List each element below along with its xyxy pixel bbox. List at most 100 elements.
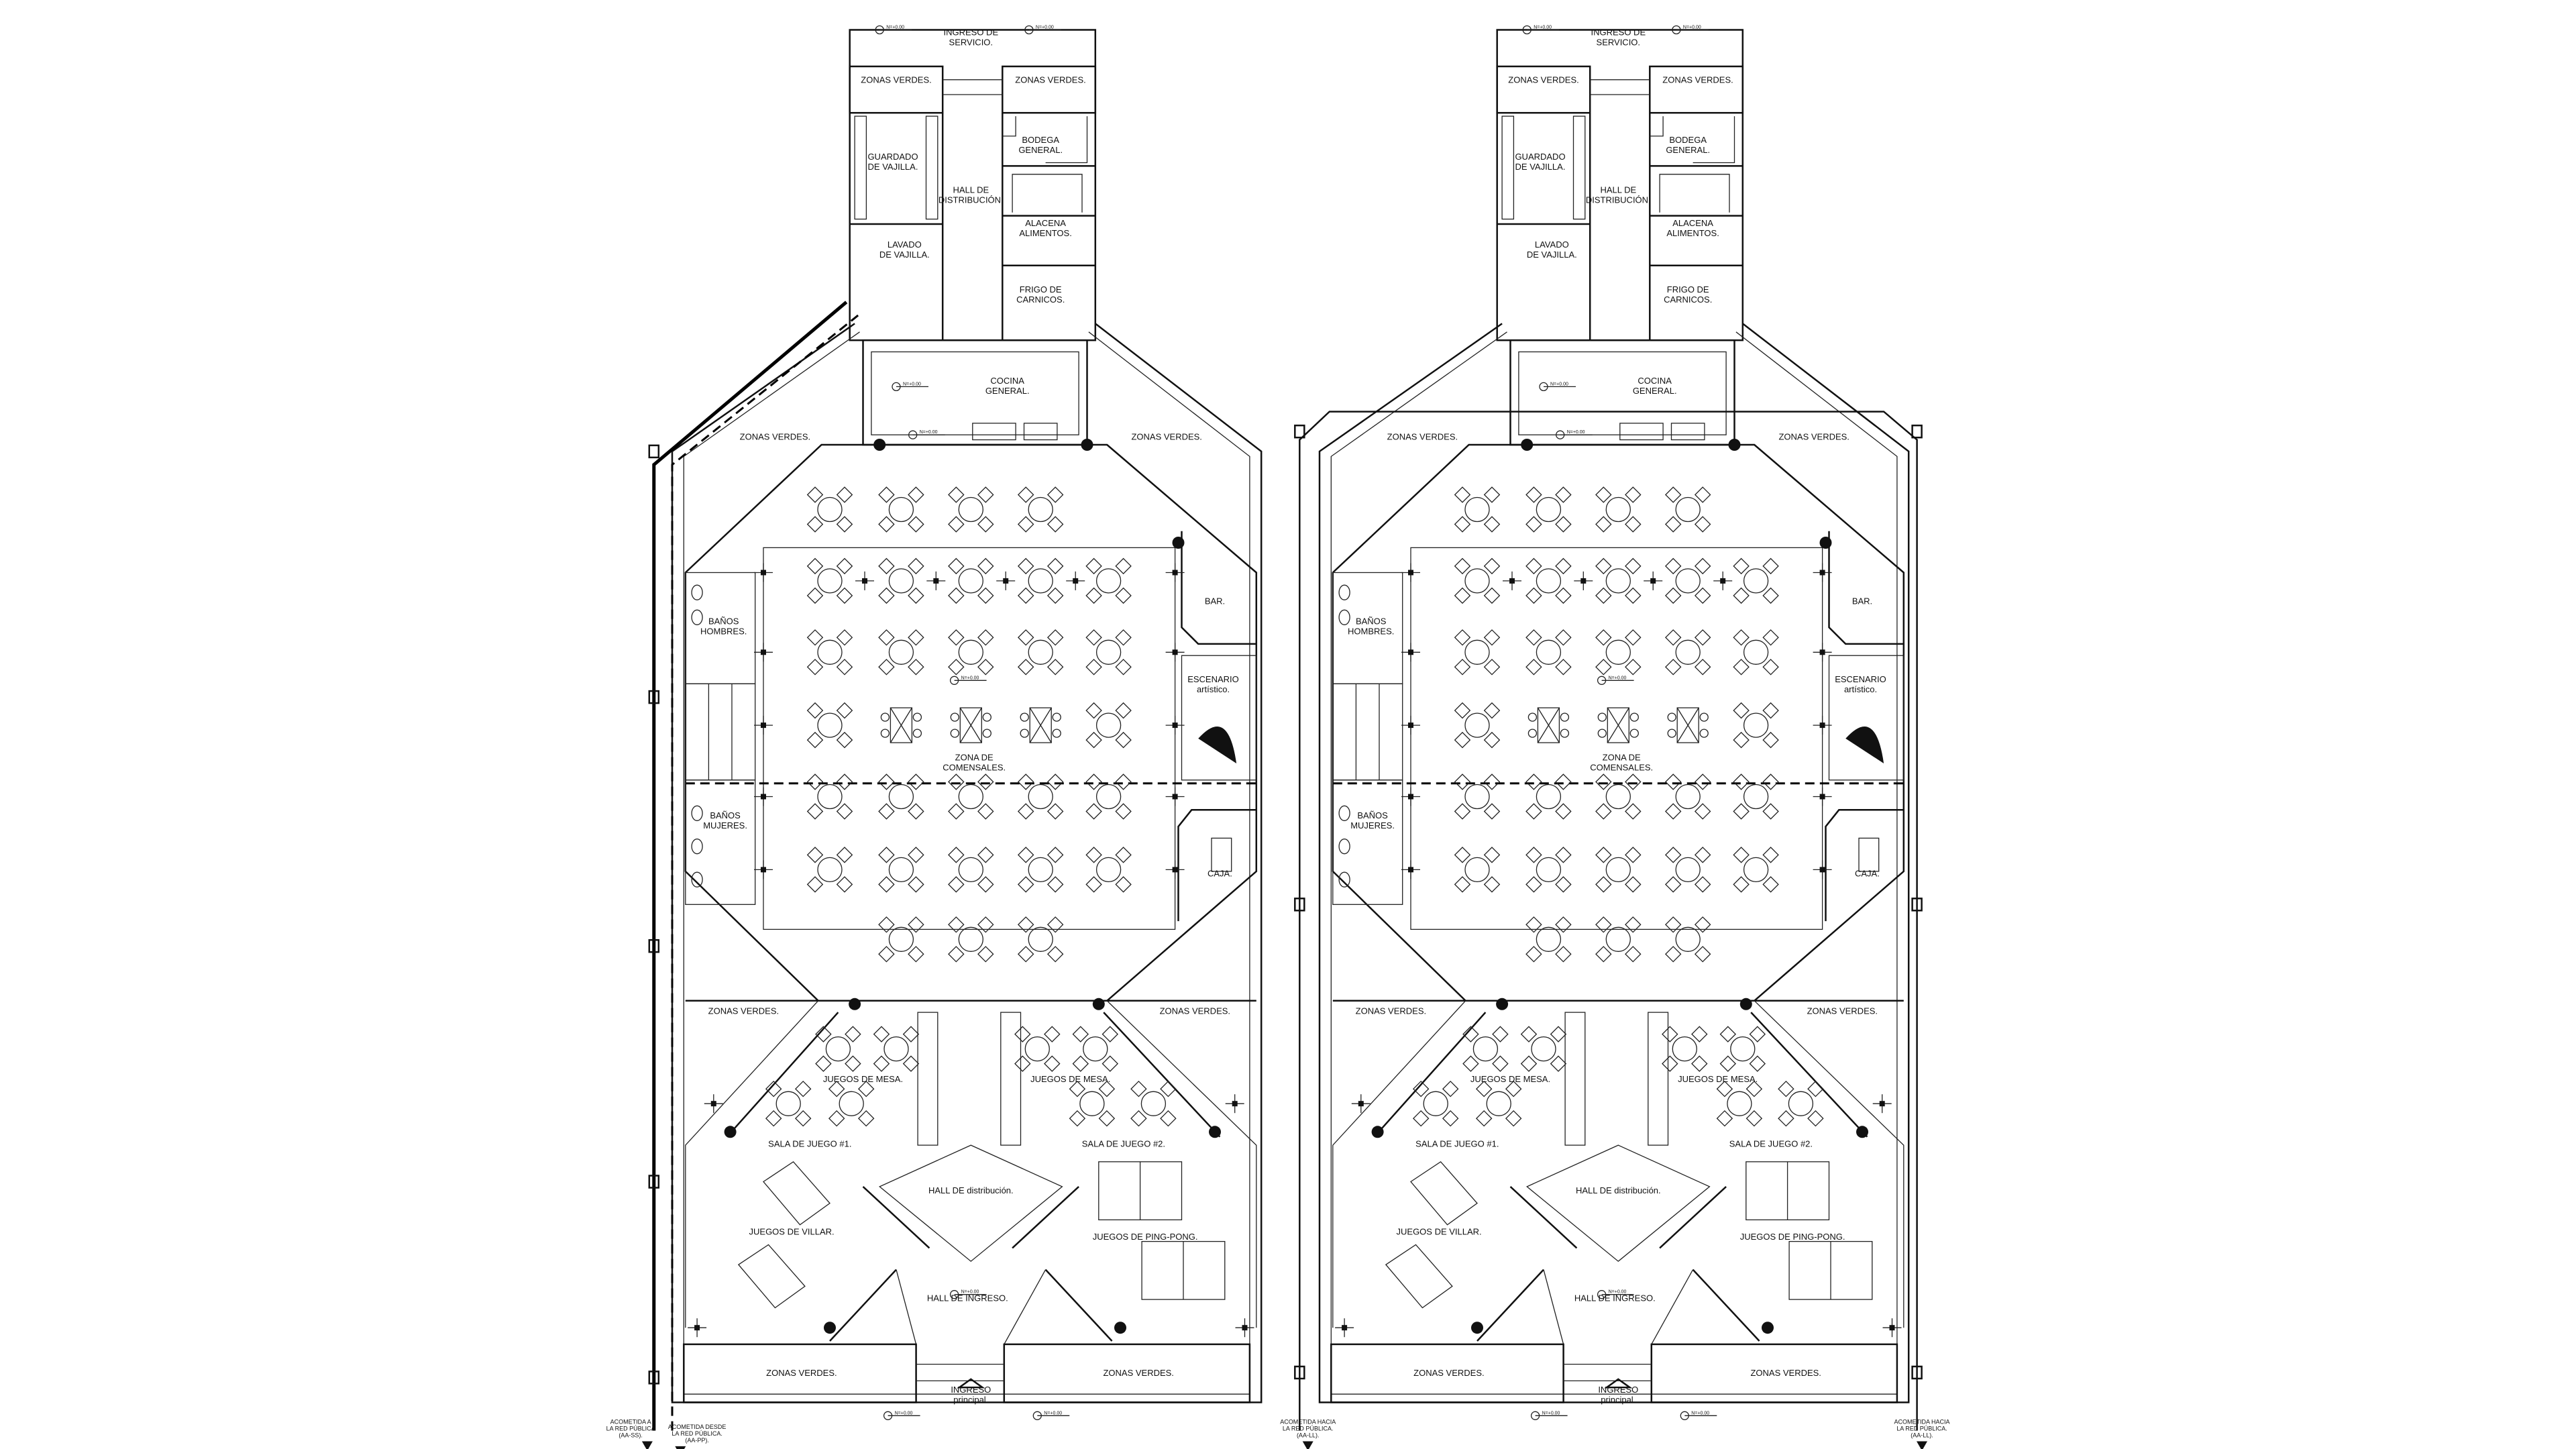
dining-table <box>1520 1026 1567 1072</box>
room-label-mens-restroom: HOMBRES. <box>700 627 747 637</box>
chair <box>1017 557 1034 575</box>
dining-table <box>1733 629 1779 676</box>
chair <box>878 946 895 963</box>
chair <box>908 557 924 575</box>
chair <box>1664 486 1682 503</box>
entry-arrow-icon <box>957 1378 985 1389</box>
room-label-green-top-right: ZONAS VERDES. <box>1662 75 1733 85</box>
chair <box>1115 629 1132 646</box>
inspection-box-icon <box>1911 1365 1923 1380</box>
chair <box>1160 1080 1177 1097</box>
dining-table <box>948 557 994 604</box>
dining-table <box>1664 773 1711 820</box>
level-mark-text: N=+0.00 <box>1534 25 1552 30</box>
table-top <box>825 1036 851 1062</box>
chair <box>878 587 895 604</box>
chair <box>1716 1110 1733 1127</box>
chair <box>1017 629 1034 646</box>
level-mark-text: N=+0.00 <box>961 676 979 680</box>
dining-table <box>1525 629 1572 676</box>
chair <box>1691 1026 1708 1042</box>
level-mark-text: N=+0.00 <box>920 430 938 435</box>
chair <box>977 659 994 676</box>
billiard-table <box>1385 1244 1453 1309</box>
dining-table <box>1525 847 1572 893</box>
dining-table <box>950 707 991 743</box>
table-top <box>1605 784 1631 810</box>
chair <box>1483 587 1501 604</box>
chair <box>836 876 853 893</box>
room-label-board-games-2: JUEGOS DE MESA. <box>1678 1074 1758 1084</box>
cashier-counter <box>1177 809 1256 922</box>
chair <box>1527 712 1538 722</box>
chair <box>1555 516 1572 533</box>
stair <box>1012 1185 1079 1249</box>
chair <box>1595 629 1612 646</box>
chair <box>1749 1055 1766 1072</box>
room-label-dish-storage: GUARDADO <box>1515 152 1565 162</box>
chair <box>1733 847 1750 863</box>
chair <box>1483 876 1501 893</box>
chair <box>1762 629 1779 646</box>
room-label-pantry: ALIMENTOS. <box>1666 228 1719 238</box>
chair <box>828 1110 845 1127</box>
chair <box>1525 876 1542 893</box>
chair <box>1098 1110 1116 1127</box>
connection-note: (AA-SS). <box>619 1432 643 1439</box>
chair <box>765 1110 782 1127</box>
chair <box>873 1026 890 1042</box>
inspection-box-icon <box>1294 1365 1305 1380</box>
chair <box>948 803 965 820</box>
chair <box>1595 516 1612 533</box>
room-label-board-games-2: JUEGOS DE MESA. <box>1030 1074 1110 1084</box>
chair <box>1719 1055 1737 1072</box>
hall-wall <box>829 1269 897 1342</box>
chair <box>1664 916 1682 933</box>
room-label-green-mid-left: ZONAS VERDES. <box>1387 432 1458 442</box>
table-top <box>1079 1091 1105 1116</box>
table-top <box>1028 568 1053 594</box>
room-label-kitchen: COCINA <box>1638 376 1672 386</box>
chair <box>908 847 924 863</box>
chair <box>1555 486 1572 503</box>
tree-icon <box>1081 439 1093 451</box>
chair <box>1020 729 1029 738</box>
room-label-mens-restroom: BAÑOS <box>708 616 739 627</box>
chair <box>1115 773 1132 790</box>
room-label-bar: BAR. <box>1205 596 1225 606</box>
room-label-meat-fridge: CARNICOS. <box>1016 294 1065 305</box>
table-top <box>1423 1091 1448 1116</box>
room-label-distribution-hall: DISTRIBUCIÓN. <box>938 195 1004 205</box>
dining-hall-wall <box>684 443 1258 1002</box>
chair <box>806 803 824 820</box>
chair <box>1454 702 1471 719</box>
chair <box>948 659 965 676</box>
distribution-hall-outline <box>1525 1144 1711 1263</box>
connection-note: (AA-LL). <box>1911 1432 1933 1439</box>
chair <box>908 486 924 503</box>
room-label-stage: ESCENARIO <box>1835 674 1886 684</box>
billiard-table <box>1410 1161 1478 1226</box>
chair <box>836 587 853 604</box>
chair <box>1520 1026 1538 1042</box>
restroom-stalls <box>1332 683 1403 781</box>
room-label-green-low-right: ZONAS VERDES. <box>1807 1006 1878 1016</box>
level-mark-text: N=+0.00 <box>1609 676 1627 680</box>
chair <box>1778 1080 1794 1097</box>
table-hatch <box>890 707 912 743</box>
chair <box>1046 876 1064 893</box>
shelving <box>1012 174 1083 213</box>
chair <box>912 712 922 722</box>
chair <box>1046 773 1064 790</box>
table-top <box>1605 639 1631 665</box>
level-mark-text: N=+0.00 <box>1044 1411 1062 1415</box>
table-top <box>1675 496 1701 523</box>
column <box>761 649 766 655</box>
table-top <box>959 707 982 743</box>
chair <box>1667 729 1676 738</box>
chair <box>1483 629 1501 646</box>
column <box>1819 570 1825 576</box>
kitchen-wall <box>1509 339 1735 446</box>
chair <box>1625 557 1642 575</box>
